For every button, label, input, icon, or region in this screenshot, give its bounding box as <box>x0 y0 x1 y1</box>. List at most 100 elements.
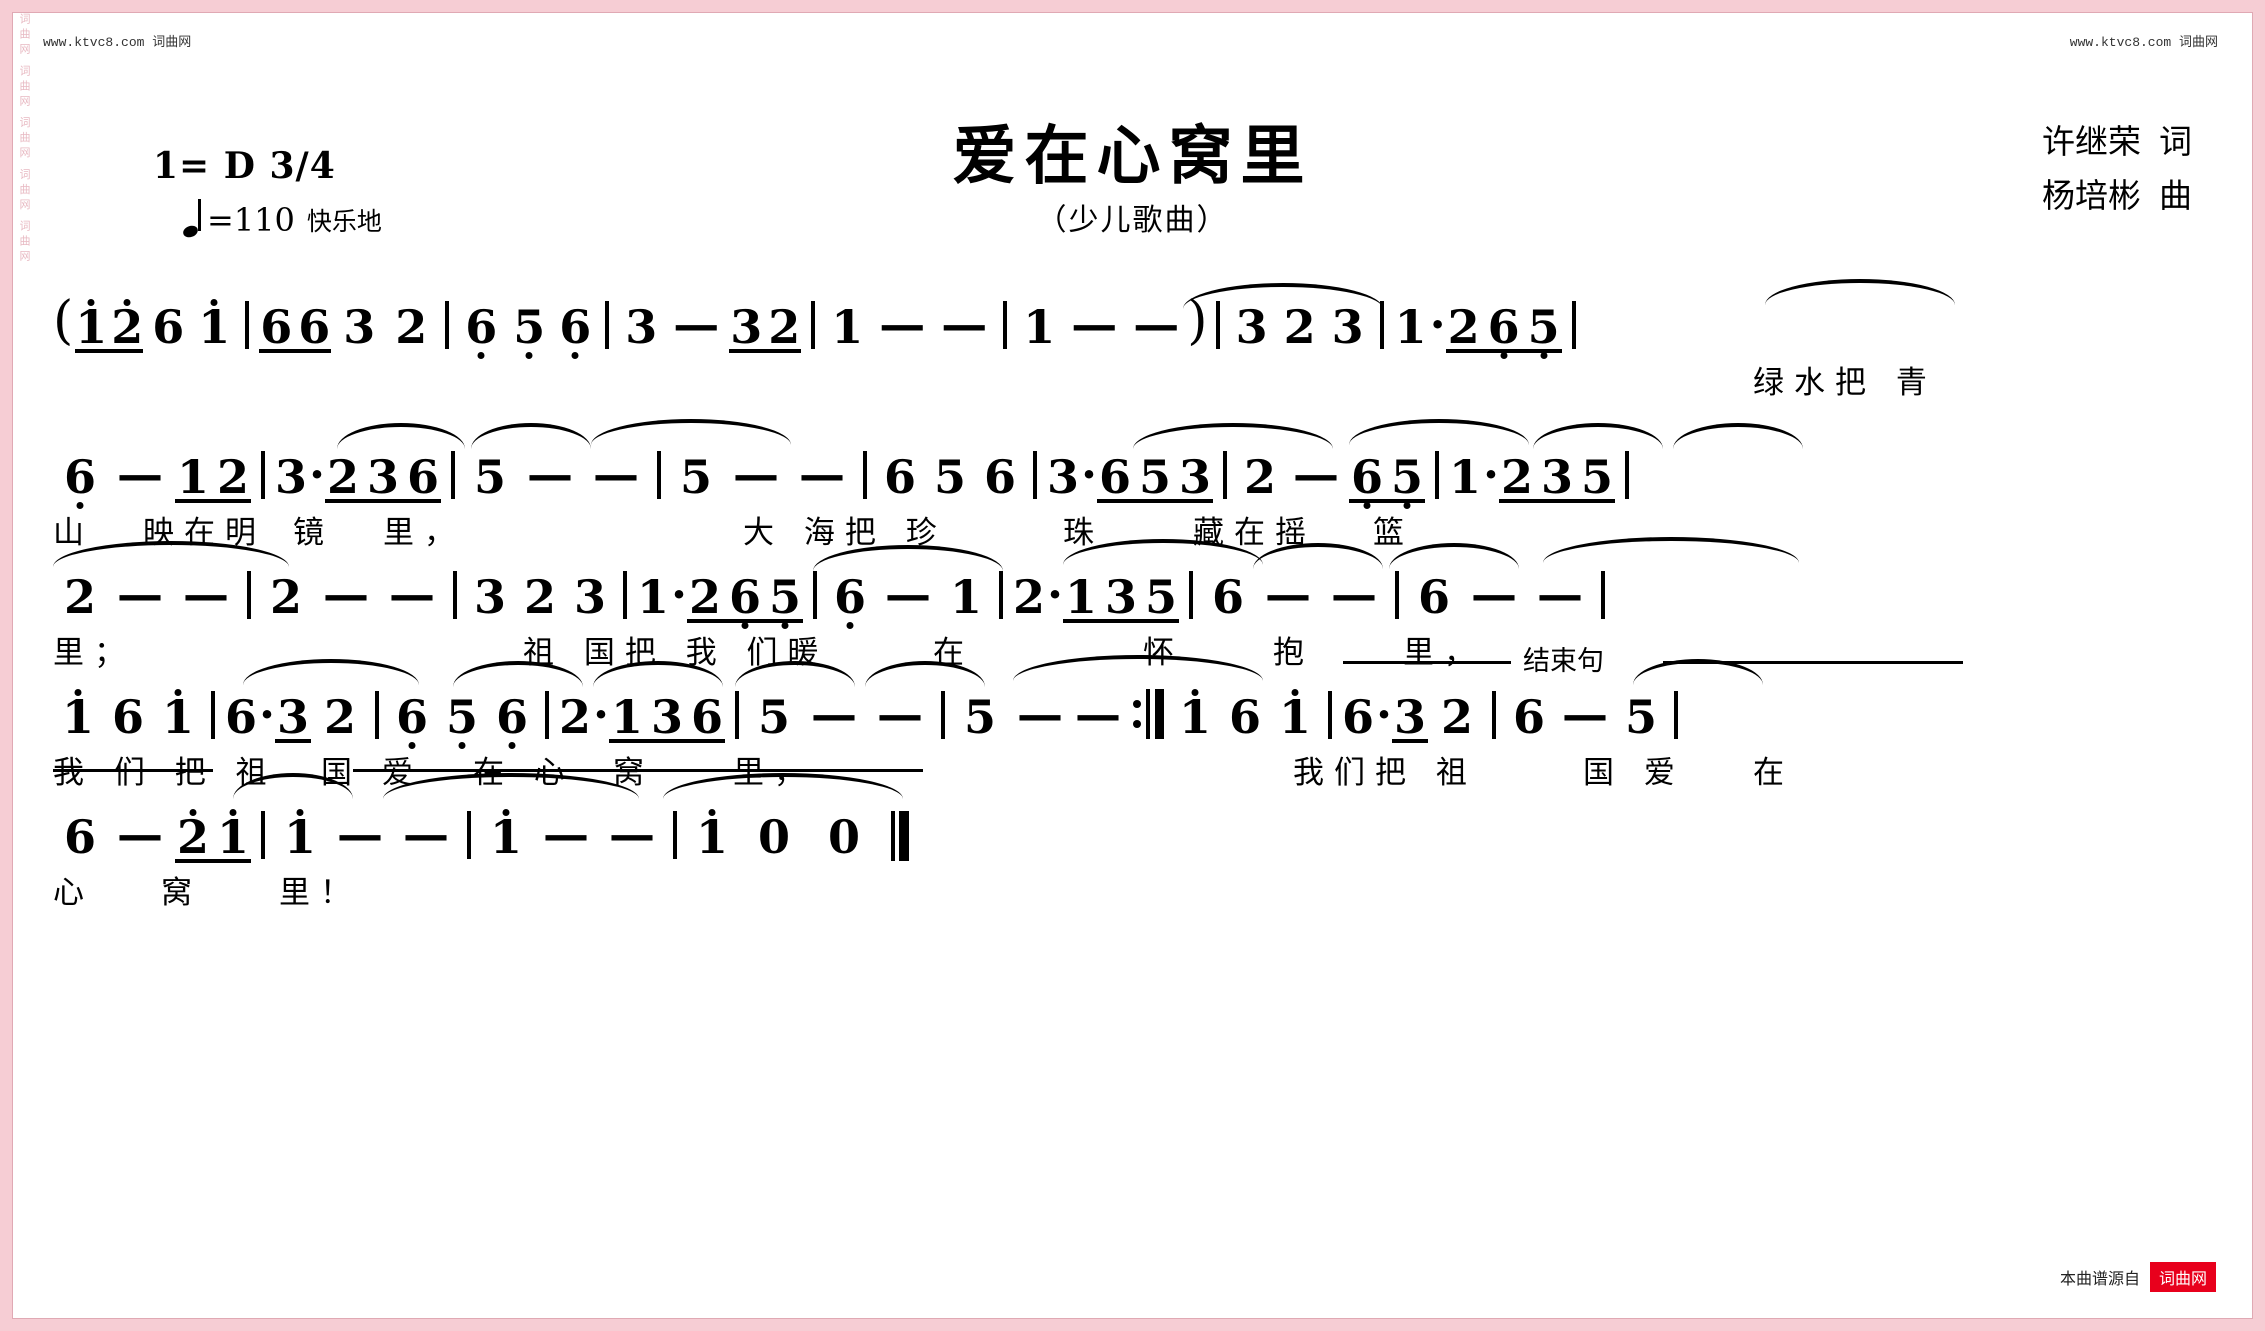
augmentation-dot: · <box>309 447 326 501</box>
note: 1 <box>1448 450 1481 504</box>
note: 3 <box>366 450 399 504</box>
note: 5 <box>1144 570 1177 624</box>
barline <box>1215 301 1220 349</box>
note: 5 <box>679 450 712 504</box>
lyric-text: 在 <box>1753 755 1794 791</box>
subtitle: （少儿歌曲） <box>1036 203 1229 238</box>
lyricist-line: 许继荣词 <box>2042 115 2192 169</box>
final-barline-icon <box>891 811 909 861</box>
duration-dash: — <box>117 447 163 501</box>
augmentation-dot: · <box>259 687 276 741</box>
note: 6 <box>53 453 107 501</box>
note: 2 <box>63 570 96 624</box>
note: 1 <box>153 693 203 741</box>
composer-role: 曲 <box>2159 176 2192 215</box>
duration-dash: — <box>403 807 449 861</box>
score-sheet: 爱在心窝里 （少儿歌曲） 许继荣词 杨培彬曲 1= D 3/4 =110 快乐地… <box>53 53 2212 1278</box>
note: 6 <box>883 450 916 504</box>
lyric-text: 绿水把 青 <box>1753 365 1937 401</box>
note: 6 <box>1417 570 1450 624</box>
duration-dash: — <box>1133 297 1180 351</box>
note: 0 <box>827 810 860 864</box>
lyric-text: 篮 <box>1373 515 1414 551</box>
slur-arc <box>1673 423 1803 449</box>
slur-arc <box>813 545 1003 571</box>
slur-arc <box>1543 537 1799 563</box>
note: 3 <box>1540 450 1573 504</box>
slur-arc <box>1533 423 1663 449</box>
lyric-text: 里； <box>53 635 135 671</box>
slur-arc <box>1183 283 1383 309</box>
note: 3 <box>1104 570 1137 624</box>
slur-arc <box>1133 423 1333 449</box>
note: 2 <box>269 570 302 624</box>
duration-dash: — <box>527 447 573 501</box>
slur-arc <box>1013 655 1263 681</box>
duration-dash: — <box>183 567 229 621</box>
slur-arc <box>591 419 791 445</box>
duration-dash: — <box>1331 567 1377 621</box>
note: 5 <box>1138 450 1171 504</box>
barline <box>941 691 945 739</box>
slur-arc <box>663 773 903 799</box>
note: 6 <box>983 450 1016 504</box>
note: 1 <box>610 690 643 744</box>
note: 2 <box>326 450 359 504</box>
barline <box>1223 451 1227 499</box>
note: 6 <box>1228 690 1261 744</box>
barline <box>1395 571 1399 619</box>
footer-brand[interactable]: 词曲网 <box>2149 1262 2216 1292</box>
barline <box>1189 571 1193 619</box>
note: 3 <box>274 450 307 504</box>
duration-dash: — <box>811 687 857 741</box>
site-tag-left: www.ktvc8.com 词曲网 <box>43 35 192 50</box>
barline <box>211 691 215 739</box>
ending-phrase-line <box>1663 661 1963 664</box>
barline <box>605 301 610 349</box>
note: 6 <box>690 690 723 744</box>
note: 2 <box>1440 690 1473 744</box>
note: 1 <box>273 813 327 861</box>
duration-dash: — <box>1293 447 1339 501</box>
note: 5 <box>1524 303 1564 351</box>
note: 6 <box>1512 690 1545 744</box>
phrase-bracket-line <box>353 769 923 772</box>
note: 2 <box>216 450 249 504</box>
note: 1 <box>75 300 108 354</box>
note: 1 <box>1170 693 1220 741</box>
note: 1 <box>479 813 533 861</box>
duration-dash: — <box>593 447 639 501</box>
note: 5 <box>1387 453 1427 501</box>
note: 6 <box>825 573 875 621</box>
barline <box>1033 451 1037 499</box>
note: 6 <box>553 303 597 351</box>
slur-arc <box>735 661 855 687</box>
note: 6 <box>63 810 96 864</box>
duration-dash: — <box>799 447 845 501</box>
lyric-text: 国 爱 <box>1583 755 1685 791</box>
duration-dash: — <box>1265 567 1311 621</box>
note: 3 <box>625 300 658 354</box>
note: 2 <box>1012 570 1045 624</box>
lyric-text: 我 们 把 祖 <box>53 755 277 791</box>
note: 2 <box>1447 300 1480 354</box>
duration-dash: — <box>877 687 923 741</box>
barline <box>1328 691 1332 739</box>
note: 2 <box>1500 450 1533 504</box>
note: 2 <box>768 300 801 354</box>
duration-dash: — <box>885 567 931 621</box>
note: 2 <box>111 300 144 354</box>
note: 6 <box>152 300 185 354</box>
note: 1 <box>53 693 103 741</box>
lyric-text: 窝 <box>161 875 202 911</box>
barline <box>999 571 1003 619</box>
note: 5 <box>1580 450 1613 504</box>
parenthesis: ( <box>53 291 74 351</box>
page-title: 爱在心窝里 <box>952 119 1313 194</box>
